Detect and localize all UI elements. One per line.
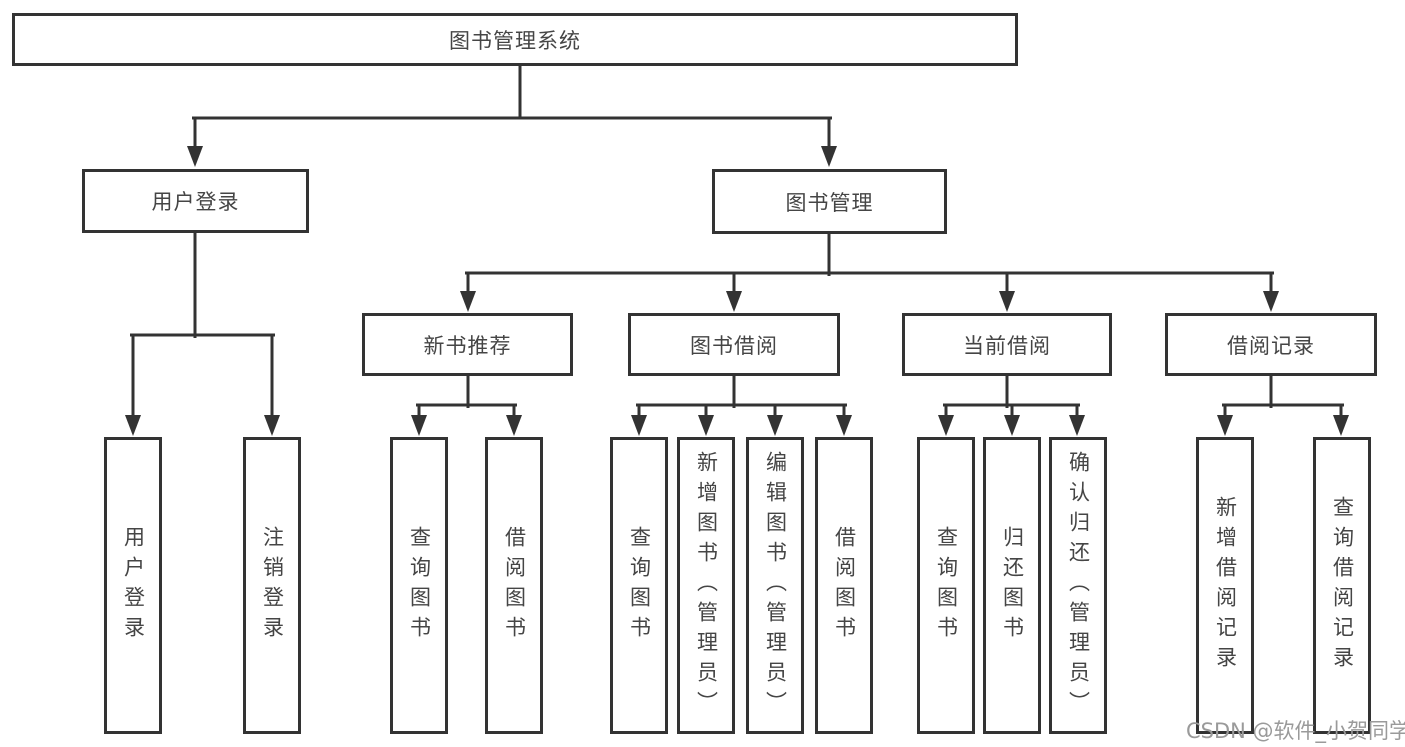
leaf-query-books-borrow: 查询图书 [610,437,668,734]
node-label: 新增借阅记录 [1213,495,1238,676]
node-label: 归还图书 [1000,525,1025,646]
node-label: 查询借阅记录 [1330,495,1355,676]
leaf-add-borrow-record: 新增借阅记录 [1196,437,1254,734]
node-new-book-recommend: 新书推荐 [362,313,573,376]
leaf-borrow-books-newrec: 借阅图书 [485,437,543,734]
node-label: 图书管理 [785,190,874,215]
node-label: 查询图书 [934,525,959,646]
leaf-edit-book-admin: 编辑图书（管理员） [746,437,804,734]
watermark-text: CSDN @软件_小贺同学 [1186,719,1405,743]
node-label: 查询图书 [407,525,432,646]
node-current-borrow: 当前借阅 [902,313,1112,376]
node-borrow-records: 借阅记录 [1165,313,1377,376]
leaf-user-login: 用户登录 [104,437,162,734]
arrowheads [125,146,1349,436]
leaf-query-books-current: 查询图书 [917,437,975,734]
node-label: 借阅记录 [1227,333,1315,358]
leaf-return-books: 归还图书 [983,437,1041,734]
node-root: 图书管理系统 [12,13,1018,66]
leaf-confirm-return-admin: 确认归还（管理员） [1049,437,1107,734]
leaf-logout: 注销登录 [243,437,301,734]
node-label: 新书推荐 [423,333,512,358]
node-label: 查询图书 [627,525,652,646]
node-book-management: 图书管理 [712,169,947,234]
node-label: 图书管理系统 [449,28,581,53]
node-label: 借阅图书 [502,525,527,646]
node-user-login: 用户登录 [82,169,309,233]
node-label: 注销登录 [260,525,285,646]
connector-paths [130,64,1344,422]
node-label: 图书借阅 [690,333,778,358]
node-label: 用户登录 [121,525,146,646]
node-label: 当前借阅 [963,333,1051,358]
node-label: 编辑图书（管理员） [763,450,788,721]
leaf-query-books-newrec: 查询图书 [390,437,448,734]
node-label: 借阅图书 [832,525,857,646]
node-label: 确认归还（管理员） [1066,450,1091,721]
leaf-add-book-admin: 新增图书（管理员） [677,437,735,734]
leaf-borrow-books: 借阅图书 [815,437,873,734]
node-label: 用户登录 [151,190,240,214]
node-book-borrow: 图书借阅 [628,313,840,376]
node-label: 新增图书（管理员） [694,450,719,721]
leaf-query-borrow-record: 查询借阅记录 [1313,437,1371,734]
